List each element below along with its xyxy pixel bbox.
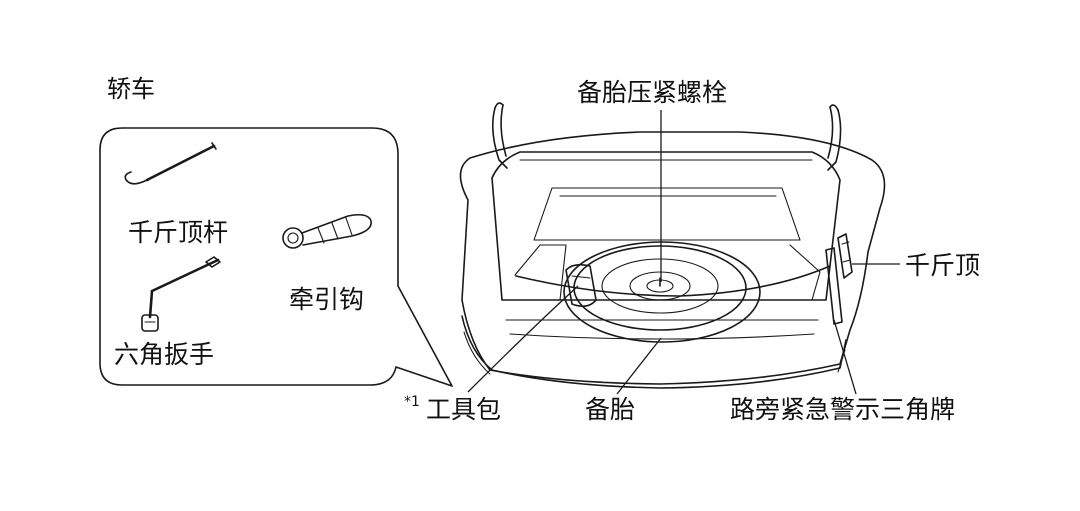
jack-handle-label: 千斤顶杆 xyxy=(128,218,228,247)
tool-bag-footnote-mark: *1 xyxy=(404,394,420,410)
tow-hook-illustration xyxy=(282,214,372,249)
car-body-outline xyxy=(459,131,886,385)
car-trunk-illustration xyxy=(459,102,886,389)
jack-illustration xyxy=(837,233,853,279)
lug-wrench-illustration xyxy=(141,256,221,332)
tire-well xyxy=(563,241,761,343)
jack-label: 千斤顶 xyxy=(905,251,980,280)
rear-bumper xyxy=(461,315,847,389)
warning-triangle-leader xyxy=(833,319,857,395)
trunk-lid-right xyxy=(827,109,842,171)
spare-bolt-label: 备胎压紧螺栓 xyxy=(577,78,727,107)
trunk-lid-left xyxy=(491,107,508,169)
spare-tire-label: 备胎 xyxy=(585,395,635,424)
jack-handle-illustration xyxy=(124,142,217,185)
lug-wrench-label: 六角扳手 xyxy=(114,340,214,369)
trunk-seal-line xyxy=(515,265,831,297)
tow-hook-label: 牵引钩 xyxy=(289,285,364,314)
tool-bag-label: 工具包 xyxy=(426,395,501,424)
spare-tire-leader xyxy=(616,337,662,395)
warning-triangle-illustration xyxy=(825,247,843,325)
tool-bag-illustration xyxy=(565,263,597,308)
tools-inset-frame xyxy=(99,127,453,387)
vehicle-type-heading: 轿车 xyxy=(107,75,155,103)
trunk-opening xyxy=(491,151,841,301)
warning-triangle-label: 路旁紧急警示三角牌 xyxy=(730,395,955,424)
tool-bag-leader xyxy=(467,285,579,393)
